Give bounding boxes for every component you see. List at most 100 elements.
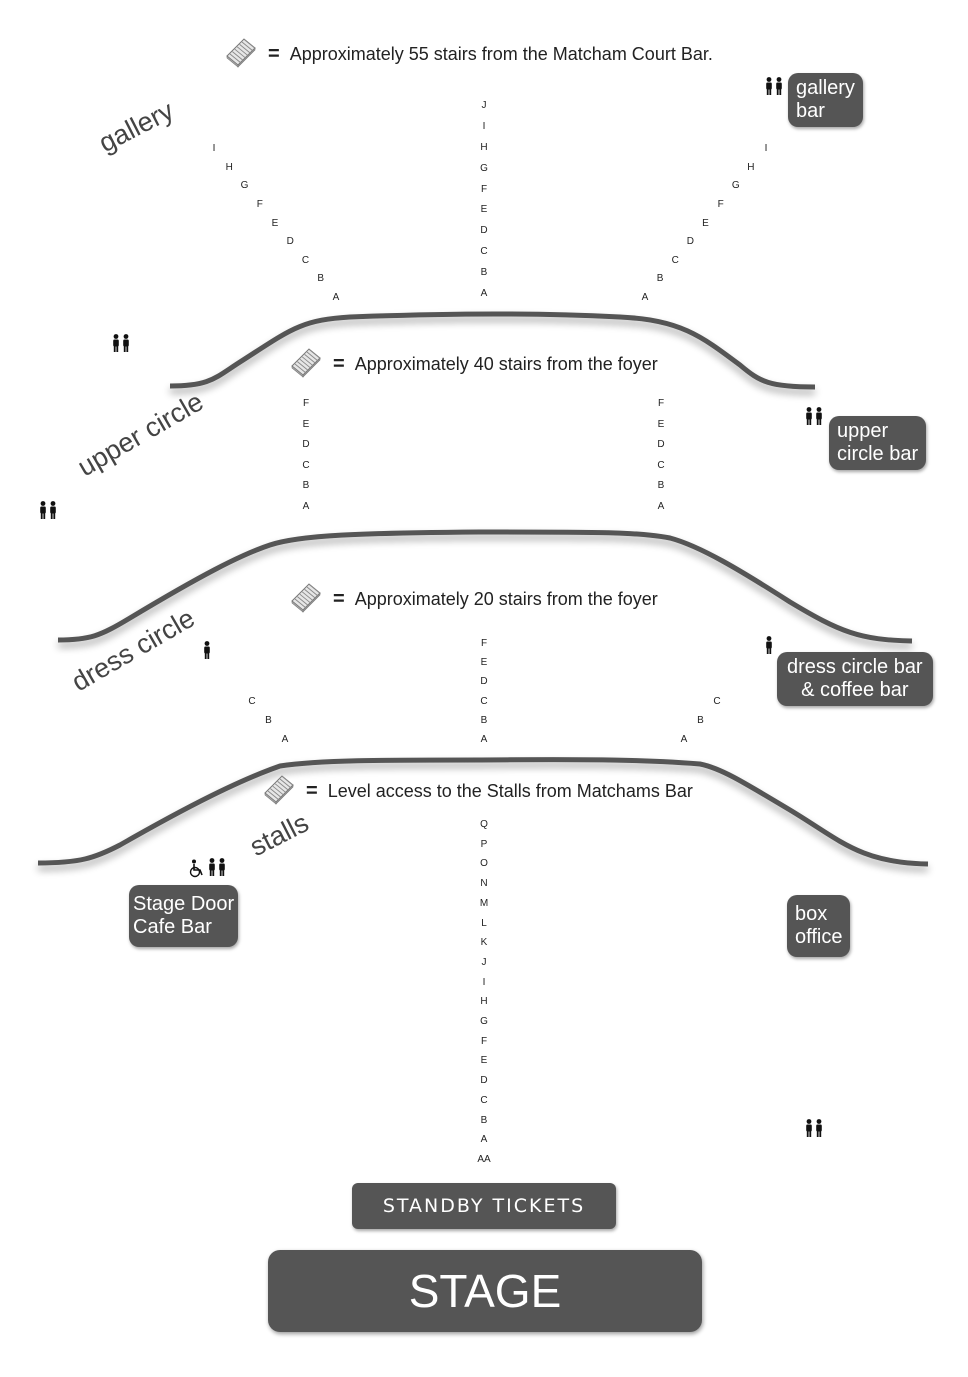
row-label: C xyxy=(480,695,488,707)
badge-line: Stage Door xyxy=(133,893,235,915)
row-label: F xyxy=(480,183,488,195)
row-label: C xyxy=(301,254,310,266)
row-label: I xyxy=(482,976,486,988)
badge-line: Cafe Bar xyxy=(133,916,212,938)
legend-upper-circle: = Approximately 40 stairs from the foyer xyxy=(289,346,658,383)
badge-line: box xyxy=(795,903,828,925)
row-label: C xyxy=(480,246,488,258)
legend-upper-circle-text: Approximately 40 stairs from the foyer xyxy=(354,354,658,374)
badge-line: office xyxy=(795,926,843,948)
stairs-icon xyxy=(289,581,323,618)
stairs-icon xyxy=(224,36,258,73)
row-label: D xyxy=(657,439,665,451)
row-label: D xyxy=(302,439,310,451)
row-label: A xyxy=(480,1134,488,1146)
upper-circle-bar-badge[interactable]: upper circle bar xyxy=(829,416,927,470)
row-label: M xyxy=(479,897,489,909)
badge-line: dress circle bar xyxy=(787,656,923,678)
dress-circle-bar-badge[interactable]: dress circle bar & coffee bar xyxy=(777,652,933,706)
badge-line: gallery xyxy=(796,77,855,99)
row-label: G xyxy=(240,180,249,192)
row-label: F xyxy=(480,638,488,649)
dress-circle-edge xyxy=(37,757,929,867)
row-label: AA xyxy=(477,1154,491,1165)
row-label: C xyxy=(671,254,679,266)
upper-circle-edge xyxy=(57,529,913,644)
row-label: D xyxy=(480,676,488,688)
row-label: K xyxy=(480,937,488,949)
row-label: B xyxy=(656,273,664,285)
row-label: E xyxy=(480,1055,488,1067)
legend-stalls: = Level access to the Stalls from Matcha… xyxy=(262,773,693,810)
row-label: G xyxy=(731,180,740,192)
row-label: E xyxy=(657,418,665,430)
badge-line: bar xyxy=(796,100,825,122)
toilet-icon xyxy=(764,636,774,660)
equals-sign: = xyxy=(333,353,345,375)
stage-door-cafe-bar-badge[interactable]: Stage Door Cafe Bar xyxy=(129,885,239,947)
equals-sign: = xyxy=(333,588,345,610)
legend-stalls-text: Level access to the Stalls from Matchams… xyxy=(327,781,693,801)
toilets-icon xyxy=(208,858,228,882)
legend-dress-circle: = Approximately 20 stairs from the foyer xyxy=(289,581,658,618)
row-label: L xyxy=(481,917,487,929)
row-label: B xyxy=(697,715,704,726)
box-office-badge[interactable]: box office xyxy=(787,895,851,957)
row-label: A xyxy=(480,734,488,745)
legend-gallery: = Approximately 55 stairs from the Match… xyxy=(224,36,713,73)
row-label: C xyxy=(248,696,256,707)
row-label: E xyxy=(480,657,488,669)
row-label: C xyxy=(657,459,665,471)
row-label: C xyxy=(480,1094,488,1106)
row-label: B xyxy=(265,715,272,726)
row-label: E xyxy=(480,204,488,216)
row-label: H xyxy=(225,161,233,173)
toilets-icon xyxy=(39,501,59,525)
row-label: G xyxy=(480,162,488,174)
gallery-bar-badge[interactable]: gallery bar xyxy=(788,73,863,127)
row-label: A xyxy=(480,288,488,299)
row-label: D xyxy=(480,225,488,237)
row-label: B xyxy=(657,480,665,492)
row-label: E xyxy=(302,418,310,430)
stairs-icon xyxy=(262,773,296,810)
row-label: F xyxy=(256,198,263,210)
row-label: Q xyxy=(480,819,488,830)
stage: STAGE xyxy=(268,1250,702,1332)
row-label: B xyxy=(480,267,488,279)
badge-line: & coffee bar xyxy=(801,679,909,701)
row-label: A xyxy=(332,292,340,303)
legend-dress-circle-text: Approximately 20 stairs from the foyer xyxy=(354,589,658,609)
toilets-icon xyxy=(805,407,825,431)
row-label: E xyxy=(702,217,709,229)
row-label: F xyxy=(657,398,665,409)
row-label: B xyxy=(317,273,325,285)
row-label: G xyxy=(480,1016,488,1028)
row-label: I xyxy=(764,143,768,154)
standby-tickets-button[interactable]: STANDBY TICKETS xyxy=(352,1183,616,1229)
stairs-icon xyxy=(289,346,323,383)
row-label: N xyxy=(480,878,488,890)
gallery-edge xyxy=(169,311,816,390)
legend-gallery-text: Approximately 55 stairs from the Matcham… xyxy=(289,44,713,64)
toilet-icon xyxy=(202,641,212,665)
row-label: D xyxy=(286,236,294,248)
row-label: C xyxy=(302,459,310,471)
row-label: A xyxy=(657,501,665,512)
row-label: J xyxy=(481,100,487,111)
row-label: H xyxy=(480,996,488,1008)
row-label: F xyxy=(717,198,724,210)
row-label: I xyxy=(212,143,216,154)
row-label: B xyxy=(302,480,310,492)
row-label: J xyxy=(481,956,487,968)
row-label: D xyxy=(686,236,694,248)
row-label: F xyxy=(480,1035,488,1047)
row-label: H xyxy=(747,161,755,173)
badge-line: upper xyxy=(837,420,889,442)
row-label: O xyxy=(480,858,488,870)
equals-sign: = xyxy=(268,43,280,65)
toilets-icon xyxy=(112,334,132,358)
row-label: C xyxy=(713,696,721,707)
equals-sign: = xyxy=(306,780,318,802)
